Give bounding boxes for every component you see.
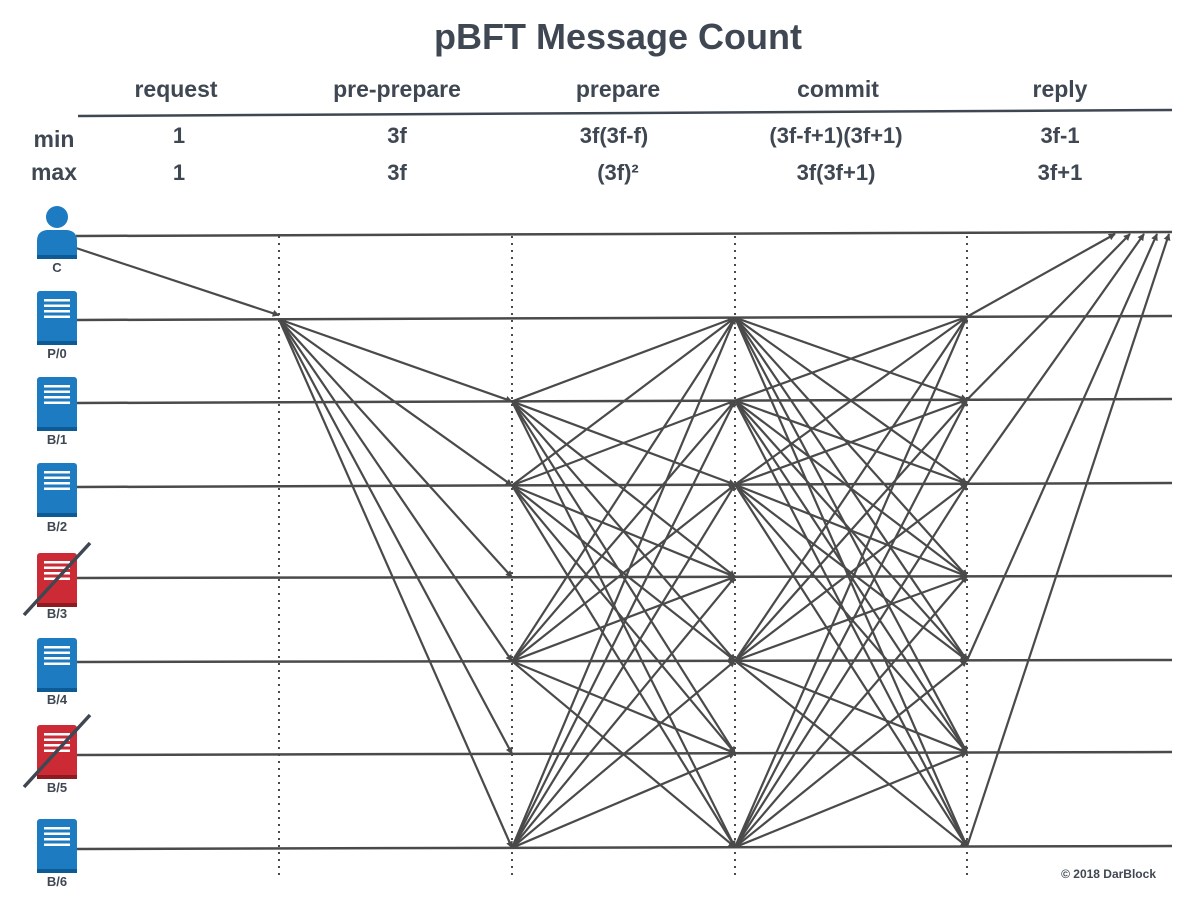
phase-prepare: prepare — [575, 76, 661, 102]
message-arrow — [277, 318, 514, 849]
message-arrow — [966, 233, 1145, 485]
message-arrow — [511, 575, 736, 663]
message-arrow — [511, 399, 736, 487]
diagram-title: pBFT Message Count — [433, 16, 802, 57]
count-min-prepare: 3f(3f-f) — [579, 123, 649, 148]
message-arrow — [734, 399, 968, 662]
message-arrow — [734, 751, 968, 849]
node-label: B/6 — [46, 874, 68, 889]
message-arrow — [511, 399, 736, 662]
message-arrow — [511, 316, 736, 662]
message-arrow — [511, 659, 736, 849]
message-arrow — [734, 575, 968, 848]
count-min-pre-prepare: 3f — [387, 123, 407, 148]
message-arrow — [510, 316, 737, 849]
message-arrow — [511, 752, 736, 849]
message-arrow — [734, 317, 968, 754]
count-max-request: 1 — [172, 160, 186, 185]
message-arrow — [511, 660, 736, 755]
row-label-max: max — [30, 159, 78, 185]
faulty-strike-icon — [22, 713, 92, 789]
message-arrow — [511, 400, 736, 754]
message-arrows — [75, 233, 1171, 849]
copyright: © 2018 DarBlock — [1061, 867, 1156, 881]
message-arrow — [733, 316, 969, 848]
message-arrow — [278, 318, 513, 487]
message-arrow — [734, 316, 968, 662]
message-arrow — [734, 659, 968, 754]
message-arrow — [511, 483, 736, 663]
node-label: B/3 — [46, 606, 68, 621]
phase-dividers — [278, 236, 968, 876]
message-arrow — [734, 659, 968, 849]
node-timeline — [75, 314, 1173, 322]
node-label: C — [52, 260, 62, 275]
node-label: B/2 — [46, 519, 68, 534]
message-arrow — [511, 576, 736, 849]
message-arrow — [734, 316, 968, 578]
message-arrow — [734, 575, 968, 662]
row-label-min: min — [33, 126, 75, 152]
phase-pre-prepare: pre-prepare — [333, 76, 461, 102]
message-arrow — [75, 246, 280, 317]
node-timeline — [75, 230, 1173, 238]
count-max-pre-prepare: 3f — [387, 160, 407, 185]
count-min-request: 1 — [172, 123, 186, 148]
message-arrow — [966, 233, 1116, 318]
message-arrow — [965, 233, 1171, 847]
message-arrow — [511, 483, 736, 849]
count-max-prepare: (3f)² — [597, 160, 639, 185]
faulty-server-icon — [22, 541, 92, 617]
message-arrow — [966, 233, 1131, 401]
node-label: P/0 — [47, 346, 67, 361]
server-icon — [37, 377, 77, 431]
server-icon — [37, 291, 77, 345]
server-icon — [37, 463, 77, 517]
node-label: B/4 — [46, 692, 68, 707]
message-arrow — [511, 316, 736, 487]
message-arrow — [965, 233, 1159, 661]
message-arrow — [734, 315, 968, 402]
message-arrow — [734, 315, 968, 486]
message-arrow — [278, 318, 513, 403]
phase-reply: reply — [1032, 76, 1088, 102]
node-timeline — [75, 658, 1173, 664]
server-icon — [37, 819, 77, 873]
header-rule — [77, 108, 1173, 118]
message-arrow — [278, 318, 513, 755]
node-label: B/1 — [46, 432, 68, 447]
node-timelines — [75, 230, 1173, 851]
node-label: B/5 — [46, 780, 68, 795]
faulty-server-icon — [22, 713, 92, 789]
message-arrow — [511, 316, 736, 403]
message-arrow — [734, 399, 968, 848]
message-arrow — [278, 318, 513, 578]
message-arrow — [734, 483, 968, 848]
message-arrow — [511, 399, 736, 849]
message-arrow — [278, 318, 513, 662]
count-min-commit: (3f-f+1)(3f+1) — [769, 123, 903, 148]
message-arrow — [734, 399, 968, 754]
server-icon — [37, 638, 77, 692]
node-timeline — [75, 844, 1173, 851]
count-max-commit: 3f(3f+1) — [796, 160, 876, 185]
faulty-strike-icon — [22, 541, 92, 617]
count-min-reply: 3f-1 — [1040, 123, 1080, 148]
node-timeline — [75, 481, 1173, 489]
count-max-reply: 3f+1 — [1037, 160, 1083, 185]
phase-commit: commit — [797, 76, 879, 102]
message-arrow — [734, 482, 968, 662]
node-icons — [22, 206, 92, 873]
phase-request: request — [134, 76, 218, 102]
client-icon — [37, 206, 77, 259]
message-arrow — [734, 398, 968, 486]
